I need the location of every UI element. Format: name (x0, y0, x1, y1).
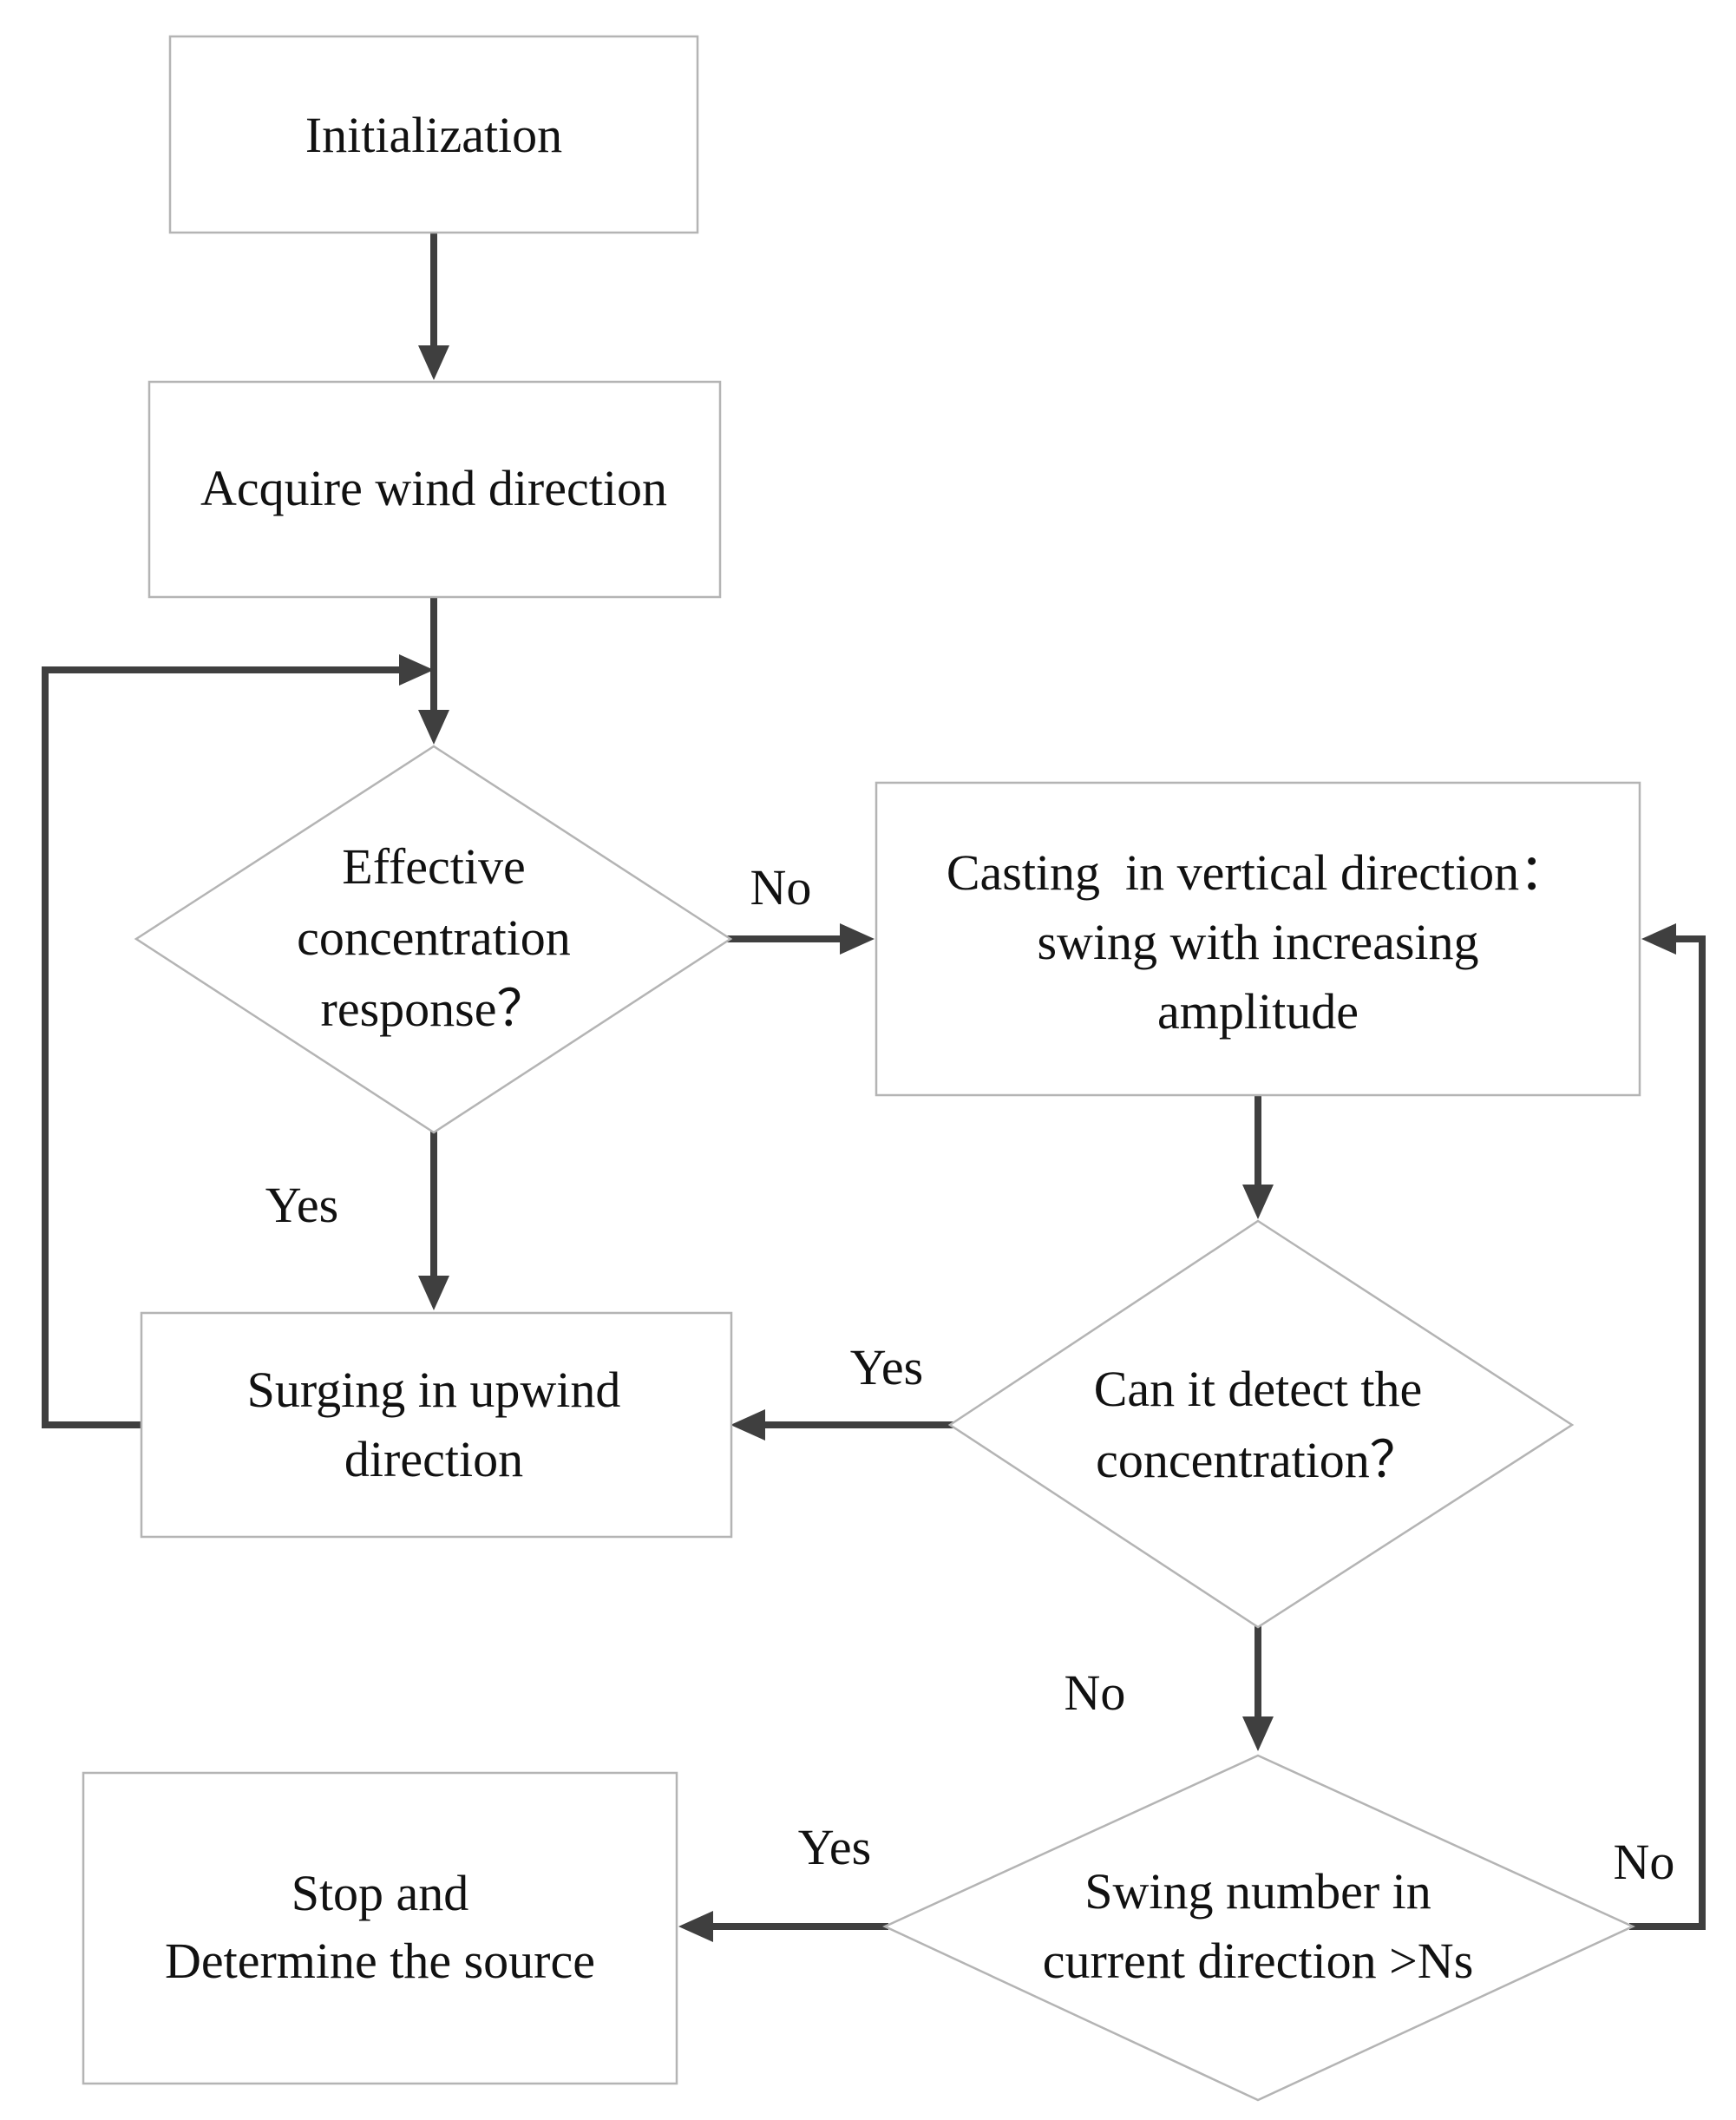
arrowhead (730, 1409, 765, 1441)
swing-decision (882, 1754, 1635, 2102)
init-box (168, 35, 699, 234)
arrowhead (418, 710, 449, 745)
arrowhead (840, 923, 875, 955)
acquire-label: Acquire wind direction (200, 460, 667, 516)
label-swing-no: No (1614, 1834, 1675, 1890)
effective-decision (134, 745, 733, 1134)
casting-label-line: Casting in vertical direction： (947, 844, 1569, 901)
arrowhead (1242, 1185, 1274, 1219)
arrowhead (418, 345, 449, 380)
arrowhead (678, 1911, 713, 1942)
detect-label: Can it detect the concentration？ (1094, 1361, 1422, 1488)
init-label: Initialization (305, 107, 562, 163)
casting-label: Casting in vertical direction： swing with… (947, 844, 1569, 1040)
surging-label-line: direction (344, 1431, 523, 1487)
label-effective-no: No (750, 859, 812, 916)
label-detect-yes: Yes (850, 1339, 923, 1395)
effective-label: Effective concentration response？ (297, 838, 571, 1037)
nodes: Initialization Acquire wind direction Ef… (82, 35, 1641, 2102)
casting-box (875, 781, 1641, 1097)
swing-label: Swing number in current direction >Ns (1043, 1863, 1474, 1989)
label-swing-yes: Yes (798, 1819, 871, 1875)
casting-label-line: amplitude (1157, 983, 1359, 1040)
edges (42, 229, 1706, 1942)
detect-label-line: Can it detect the (1094, 1361, 1422, 1417)
init-label-line: Initialization (305, 107, 562, 163)
detect-label-line: concentration？ (1096, 1432, 1420, 1488)
effective-label-line: concentration (297, 909, 571, 966)
stop-label-line: Stop and (292, 1865, 469, 1921)
acquire-box (147, 380, 722, 599)
edge-swing-no (1629, 935, 1706, 1930)
acquire-label-line: Acquire wind direction (200, 460, 667, 516)
stop-box (82, 1771, 678, 2085)
effective-label-line: Effective (342, 838, 525, 895)
arrowhead (1242, 1716, 1274, 1751)
surging-label-line: Surging in upwind (247, 1362, 621, 1418)
casting-label-line: swing with increasing (1037, 914, 1478, 970)
arrowhead (399, 654, 434, 686)
swing-label-line: Swing number in (1084, 1863, 1431, 1920)
arrowhead (1641, 923, 1676, 955)
edge-surging-loop (42, 666, 403, 1428)
label-detect-no: No (1065, 1664, 1126, 1721)
edge-labels: No Yes Yes No Yes No (265, 859, 1675, 1890)
surging-box (140, 1311, 733, 1539)
arrowhead (418, 1276, 449, 1310)
stop-label-line: Determine the source (165, 1933, 595, 1989)
surging-label: Surging in upwind direction (247, 1362, 621, 1487)
swing-label-line: current direction >Ns (1043, 1933, 1474, 1989)
effective-label-line: response？ (321, 981, 547, 1037)
detect-decision (947, 1219, 1575, 1629)
label-effective-yes: Yes (265, 1177, 338, 1233)
